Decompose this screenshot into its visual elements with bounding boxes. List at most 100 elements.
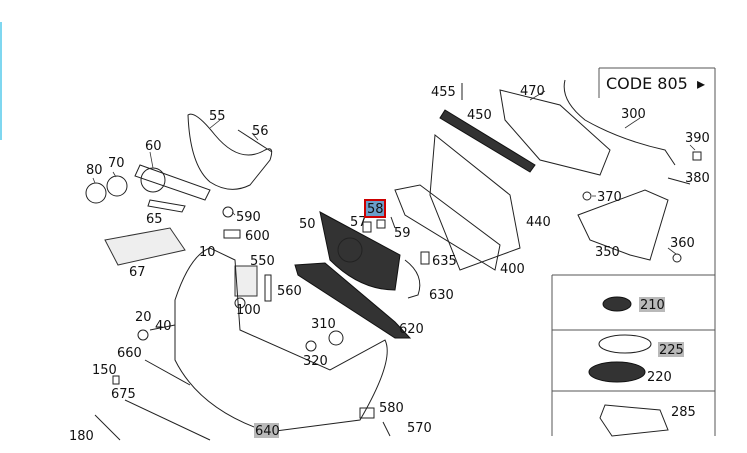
label-360[interactable]: 360 xyxy=(670,236,695,251)
label-635[interactable]: 635 xyxy=(432,254,457,269)
part-180-strip xyxy=(94,414,121,441)
part-550-module xyxy=(234,265,258,297)
part-450-grille xyxy=(439,109,536,173)
label-660[interactable]: 660 xyxy=(117,346,142,361)
part-470-carrier xyxy=(499,89,611,176)
part-56-strip xyxy=(237,129,273,153)
part-10-bumper xyxy=(174,247,388,433)
part-60-bracket xyxy=(134,164,211,201)
label-225-tag[interactable]: 225 xyxy=(658,342,684,358)
label-70[interactable]: 70 xyxy=(108,156,125,171)
part-57-clip xyxy=(362,221,372,233)
part-400-frame xyxy=(394,184,501,271)
label-640-tag[interactable]: 640 xyxy=(254,423,280,439)
part-660-strip xyxy=(144,359,191,386)
part-labels: 55 56 60 70 80 65 590 600 67 10 550 560 … xyxy=(69,84,710,444)
label-450[interactable]: 450 xyxy=(467,108,492,123)
label-370[interactable]: 370 xyxy=(597,190,622,205)
part-630-hose xyxy=(404,259,421,299)
label-350[interactable]: 350 xyxy=(595,245,620,260)
label-630[interactable]: 630 xyxy=(429,288,454,303)
label-55[interactable]: 55 xyxy=(209,109,226,124)
label-100[interactable]: 100 xyxy=(236,303,261,318)
code-arrow-icon: ▸ xyxy=(697,74,705,93)
part-58-clip xyxy=(376,219,386,229)
part-635-cylinder xyxy=(420,251,430,265)
part-285-bracket xyxy=(599,404,669,437)
part-570-screw xyxy=(382,421,391,437)
label-675[interactable]: 675 xyxy=(111,387,136,402)
part-60-emblem xyxy=(140,167,166,193)
label-620[interactable]: 620 xyxy=(399,322,424,337)
label-210: 210 xyxy=(640,298,665,313)
label-570[interactable]: 570 xyxy=(407,421,432,436)
label-58: 58 xyxy=(367,202,384,217)
part-67-panel xyxy=(104,227,186,266)
label-400[interactable]: 400 xyxy=(500,262,525,277)
left-accent-bar xyxy=(0,22,2,140)
label-60[interactable]: 60 xyxy=(145,139,162,154)
label-285[interactable]: 285 xyxy=(671,405,696,420)
part-50-star xyxy=(337,237,363,263)
part-310-sensor xyxy=(328,330,344,346)
label-58-highlighted[interactable]: 58 xyxy=(364,199,386,218)
part-20-cap xyxy=(137,329,149,341)
label-210-tag[interactable]: 210 xyxy=(639,297,665,313)
label-225: 225 xyxy=(659,343,684,358)
label-150[interactable]: 150 xyxy=(92,363,117,378)
label-590[interactable]: 590 xyxy=(236,210,261,225)
label-180[interactable]: 180 xyxy=(69,429,94,444)
label-550[interactable]: 550 xyxy=(250,254,275,269)
label-57[interactable]: 57 xyxy=(350,215,367,230)
label-40[interactable]: 40 xyxy=(155,319,172,334)
label-310[interactable]: 310 xyxy=(311,317,336,332)
code-805-link[interactable]: CODE 805 ▸ xyxy=(598,67,715,98)
part-65-bracket xyxy=(147,199,186,213)
label-300[interactable]: 300 xyxy=(621,107,646,122)
label-65[interactable]: 65 xyxy=(146,212,163,227)
part-80-emblem xyxy=(85,182,107,204)
label-470[interactable]: 470 xyxy=(520,84,545,99)
part-320-grommet xyxy=(305,340,317,352)
part-360-clip xyxy=(672,253,682,263)
part-675-strip xyxy=(124,399,211,441)
part-40-trim xyxy=(149,324,176,331)
part-70-emblem xyxy=(106,175,128,197)
label-580[interactable]: 580 xyxy=(379,401,404,416)
part-560-bracket xyxy=(264,274,272,302)
code-label: CODE 805 xyxy=(606,74,688,93)
part-590-screw xyxy=(222,206,234,218)
part-370-clip xyxy=(582,191,592,201)
label-455[interactable]: 455 xyxy=(431,85,456,100)
label-440[interactable]: 440 xyxy=(526,215,551,230)
part-580-bracket xyxy=(359,407,375,419)
part-300-harness xyxy=(563,79,676,166)
part-620-lower-grille xyxy=(294,262,412,339)
part-59-screw xyxy=(390,216,396,229)
label-560[interactable]: 560 xyxy=(277,284,302,299)
part-600-clip xyxy=(223,229,241,239)
part-390-plug xyxy=(692,151,702,161)
label-380[interactable]: 380 xyxy=(685,171,710,186)
label-50[interactable]: 50 xyxy=(299,217,316,232)
part-220-grille xyxy=(588,361,646,383)
part-380-strip xyxy=(667,177,691,185)
label-390[interactable]: 390 xyxy=(685,131,710,146)
label-10[interactable]: 10 xyxy=(199,245,216,260)
part-350-bracket xyxy=(577,189,669,261)
part-50-grille xyxy=(319,211,401,291)
label-600[interactable]: 600 xyxy=(245,229,270,244)
label-59[interactable]: 59 xyxy=(394,226,411,241)
part-210-cover xyxy=(602,296,632,312)
part-150-clip xyxy=(112,375,120,385)
part-225-trim xyxy=(598,334,652,354)
label-67[interactable]: 67 xyxy=(129,265,146,280)
part-440-support xyxy=(429,134,521,271)
part-100-fastener xyxy=(234,297,246,309)
label-56[interactable]: 56 xyxy=(252,124,269,139)
label-20[interactable]: 20 xyxy=(135,310,152,325)
label-80[interactable]: 80 xyxy=(86,163,103,178)
label-320[interactable]: 320 xyxy=(303,354,328,369)
label-220[interactable]: 220 xyxy=(647,370,672,385)
